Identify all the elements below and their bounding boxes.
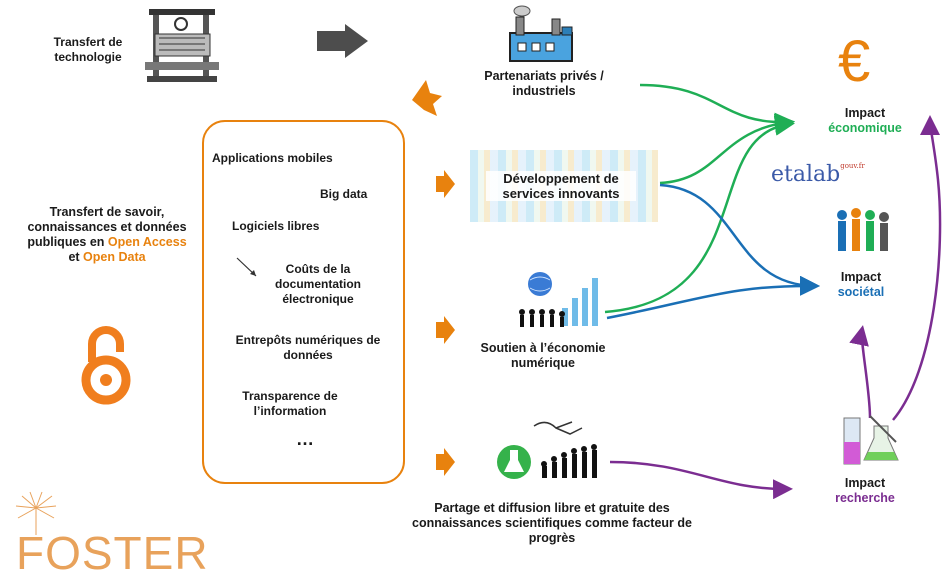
green-line-services	[659, 113, 795, 185]
orange-arrow-services	[436, 170, 455, 198]
orange-arrow-economy	[436, 316, 455, 344]
box-item: Entrepôts numériques de données	[235, 333, 381, 362]
knowledge-transfer-label: Transfert de savoir, connaissances et do…	[22, 205, 192, 265]
partnerships-label: Partenariats privés / industriels	[484, 69, 604, 98]
services-label: Développement de services innovants	[486, 171, 636, 201]
purple-line-to-societal	[849, 325, 872, 419]
and-text: et	[68, 250, 80, 264]
impact-societal-title: Impact	[840, 270, 882, 284]
sharing-label: Partage et diffusion libre et gratuite d…	[412, 501, 692, 545]
knowledge-transfer-text: Transfert de savoir, connaissances et do…	[27, 205, 187, 249]
open-data-text: Open Data	[83, 250, 146, 264]
foster-logo: FOSTER	[2, 490, 208, 579]
impact-societal-label: Impact sociétal	[806, 270, 916, 300]
foster-wordmark: FOSTER	[16, 527, 209, 579]
orange-arrow-partnerships	[412, 80, 442, 116]
impact-economic-label: Impact économique	[810, 106, 920, 136]
evolution-icon	[494, 414, 614, 486]
impact-research-label: Impact recherche	[810, 476, 920, 506]
etalab-logo: etalabgouv.fr	[771, 162, 865, 187]
box-item: Transparence de l’information	[242, 389, 338, 418]
lab-flask-icon	[840, 412, 906, 468]
blue-line-services	[659, 183, 820, 296]
impact-research-title: Impact	[844, 476, 886, 490]
impact-research-category: recherche	[835, 491, 895, 505]
box-item: Big data	[320, 187, 368, 201]
green-line-partnerships	[639, 83, 795, 133]
people-icon	[832, 205, 894, 255]
box-item-ellipsis: …	[296, 429, 314, 449]
tech-transfer-arrow	[317, 24, 368, 58]
blue-line-economy	[606, 275, 820, 320]
etalab-wordmark: etalab	[771, 162, 841, 187]
euro-icon: €	[838, 29, 871, 94]
tech-transfer-label: Transfert de technologie	[53, 35, 123, 64]
applications-box	[202, 120, 405, 484]
impact-economic-category: économique	[828, 121, 902, 135]
machine-icon	[145, 6, 223, 86]
factory-icon	[506, 5, 580, 65]
digital-economy-label: Soutien à l’économie numérique	[480, 341, 606, 370]
purple-line-to-economic	[892, 115, 942, 421]
open-access-lock-icon	[80, 326, 132, 406]
orange-arrow-sharing	[436, 448, 455, 476]
box-item: Applications mobiles	[212, 151, 333, 165]
open-access-text: Open Access	[107, 235, 187, 249]
digital-economy-icon	[512, 268, 612, 332]
box-item: Coûts de la documentation électronique	[275, 262, 361, 306]
purple-line-sharing	[609, 460, 793, 500]
impact-societal-category: sociétal	[837, 285, 885, 299]
etalab-domain: gouv.fr	[840, 162, 865, 170]
impact-economic-title: Impact	[844, 106, 886, 120]
box-item: Logiciels libres	[232, 219, 320, 233]
